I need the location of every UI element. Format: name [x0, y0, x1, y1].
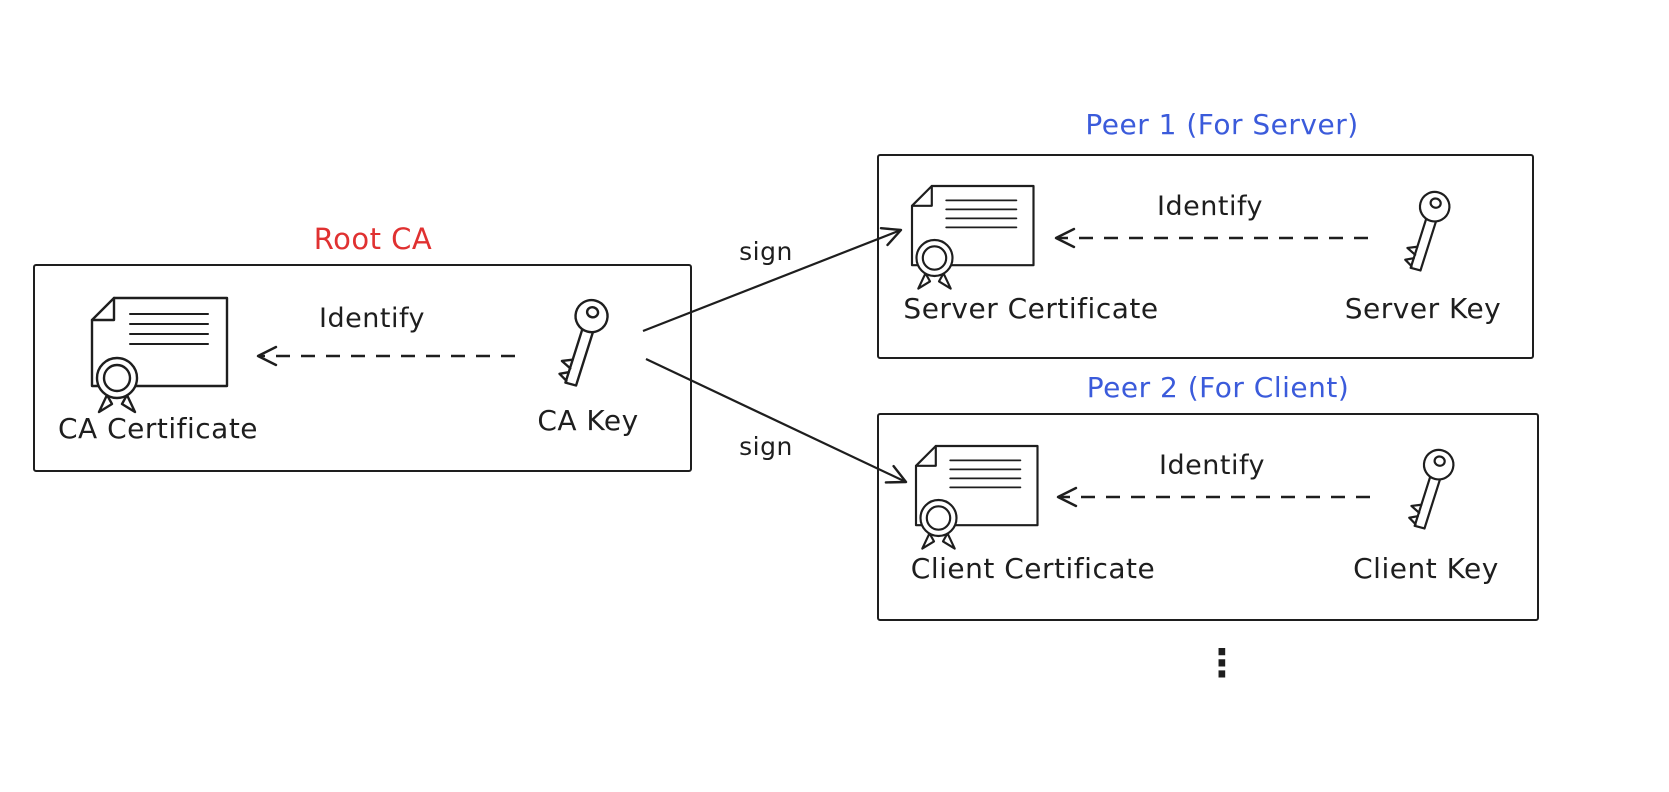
sign-label-2: sign [739, 432, 793, 461]
root-identify-label: Identify [319, 303, 425, 334]
peer1-identify-label: Identify [1157, 191, 1263, 222]
peer1-title: Peer 1 (For Server) [1085, 108, 1359, 141]
peer2-box [877, 413, 1539, 621]
peer1-box [877, 154, 1534, 359]
client-key-label: Client Key [1353, 552, 1499, 585]
server-certificate-label: Server Certificate [903, 292, 1159, 325]
peer2-title: Peer 2 (For Client) [1086, 371, 1350, 404]
ca-key-label: CA Key [537, 404, 639, 437]
server-key-label: Server Key [1344, 292, 1502, 325]
peer2-identify-label: Identify [1159, 450, 1265, 481]
client-certificate-label: Client Certificate [910, 552, 1156, 585]
ca-certificate-label: CA Certificate [57, 412, 259, 445]
root-ca-title: Root CA [313, 222, 433, 256]
sign-label-1: sign [739, 237, 793, 266]
vertical-ellipsis: ⋮ [1202, 641, 1242, 685]
